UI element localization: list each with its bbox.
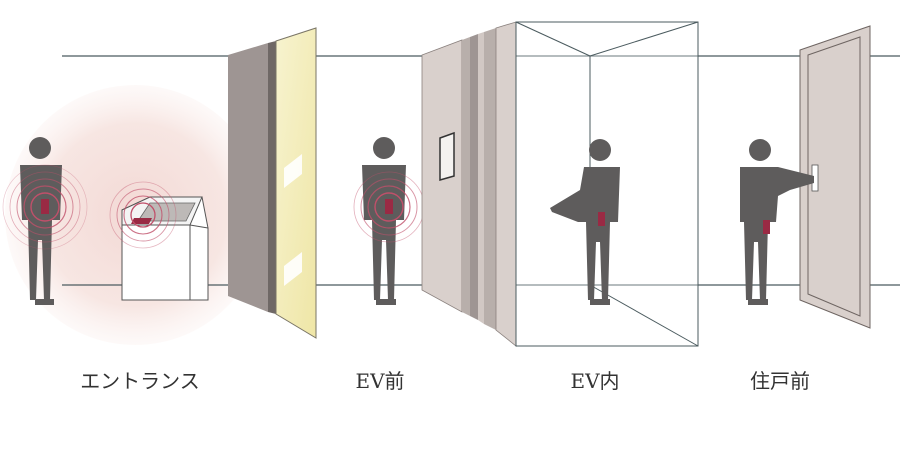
signal-rings-kiosk <box>109 181 177 249</box>
caption-ev-front: EV前 <box>355 369 405 393</box>
resident-figure-door-front <box>740 139 814 305</box>
signal-rings-entrance-person <box>2 164 88 250</box>
elevator-doors <box>421 21 517 347</box>
resident-figure-ev-front <box>362 137 406 305</box>
caption-ev-inside: EV内 <box>570 369 620 393</box>
caption-entrance: エントランス <box>80 369 200 393</box>
signal-rings-ev-front <box>353 171 425 243</box>
entrance-reader-kiosk <box>121 196 209 301</box>
caption-door-front: 住戸前 <box>750 369 810 393</box>
key-tag-icon <box>41 199 49 214</box>
key-tag-icon <box>598 212 605 226</box>
elevator-call-panel-icon <box>439 131 455 181</box>
resident-figure-entrance <box>20 137 62 305</box>
resident-figure-ev-inside <box>550 139 620 305</box>
residence-door <box>799 25 871 329</box>
key-tag-icon <box>385 199 393 214</box>
key-tag-icon <box>763 220 770 234</box>
entrance-door <box>228 27 317 339</box>
